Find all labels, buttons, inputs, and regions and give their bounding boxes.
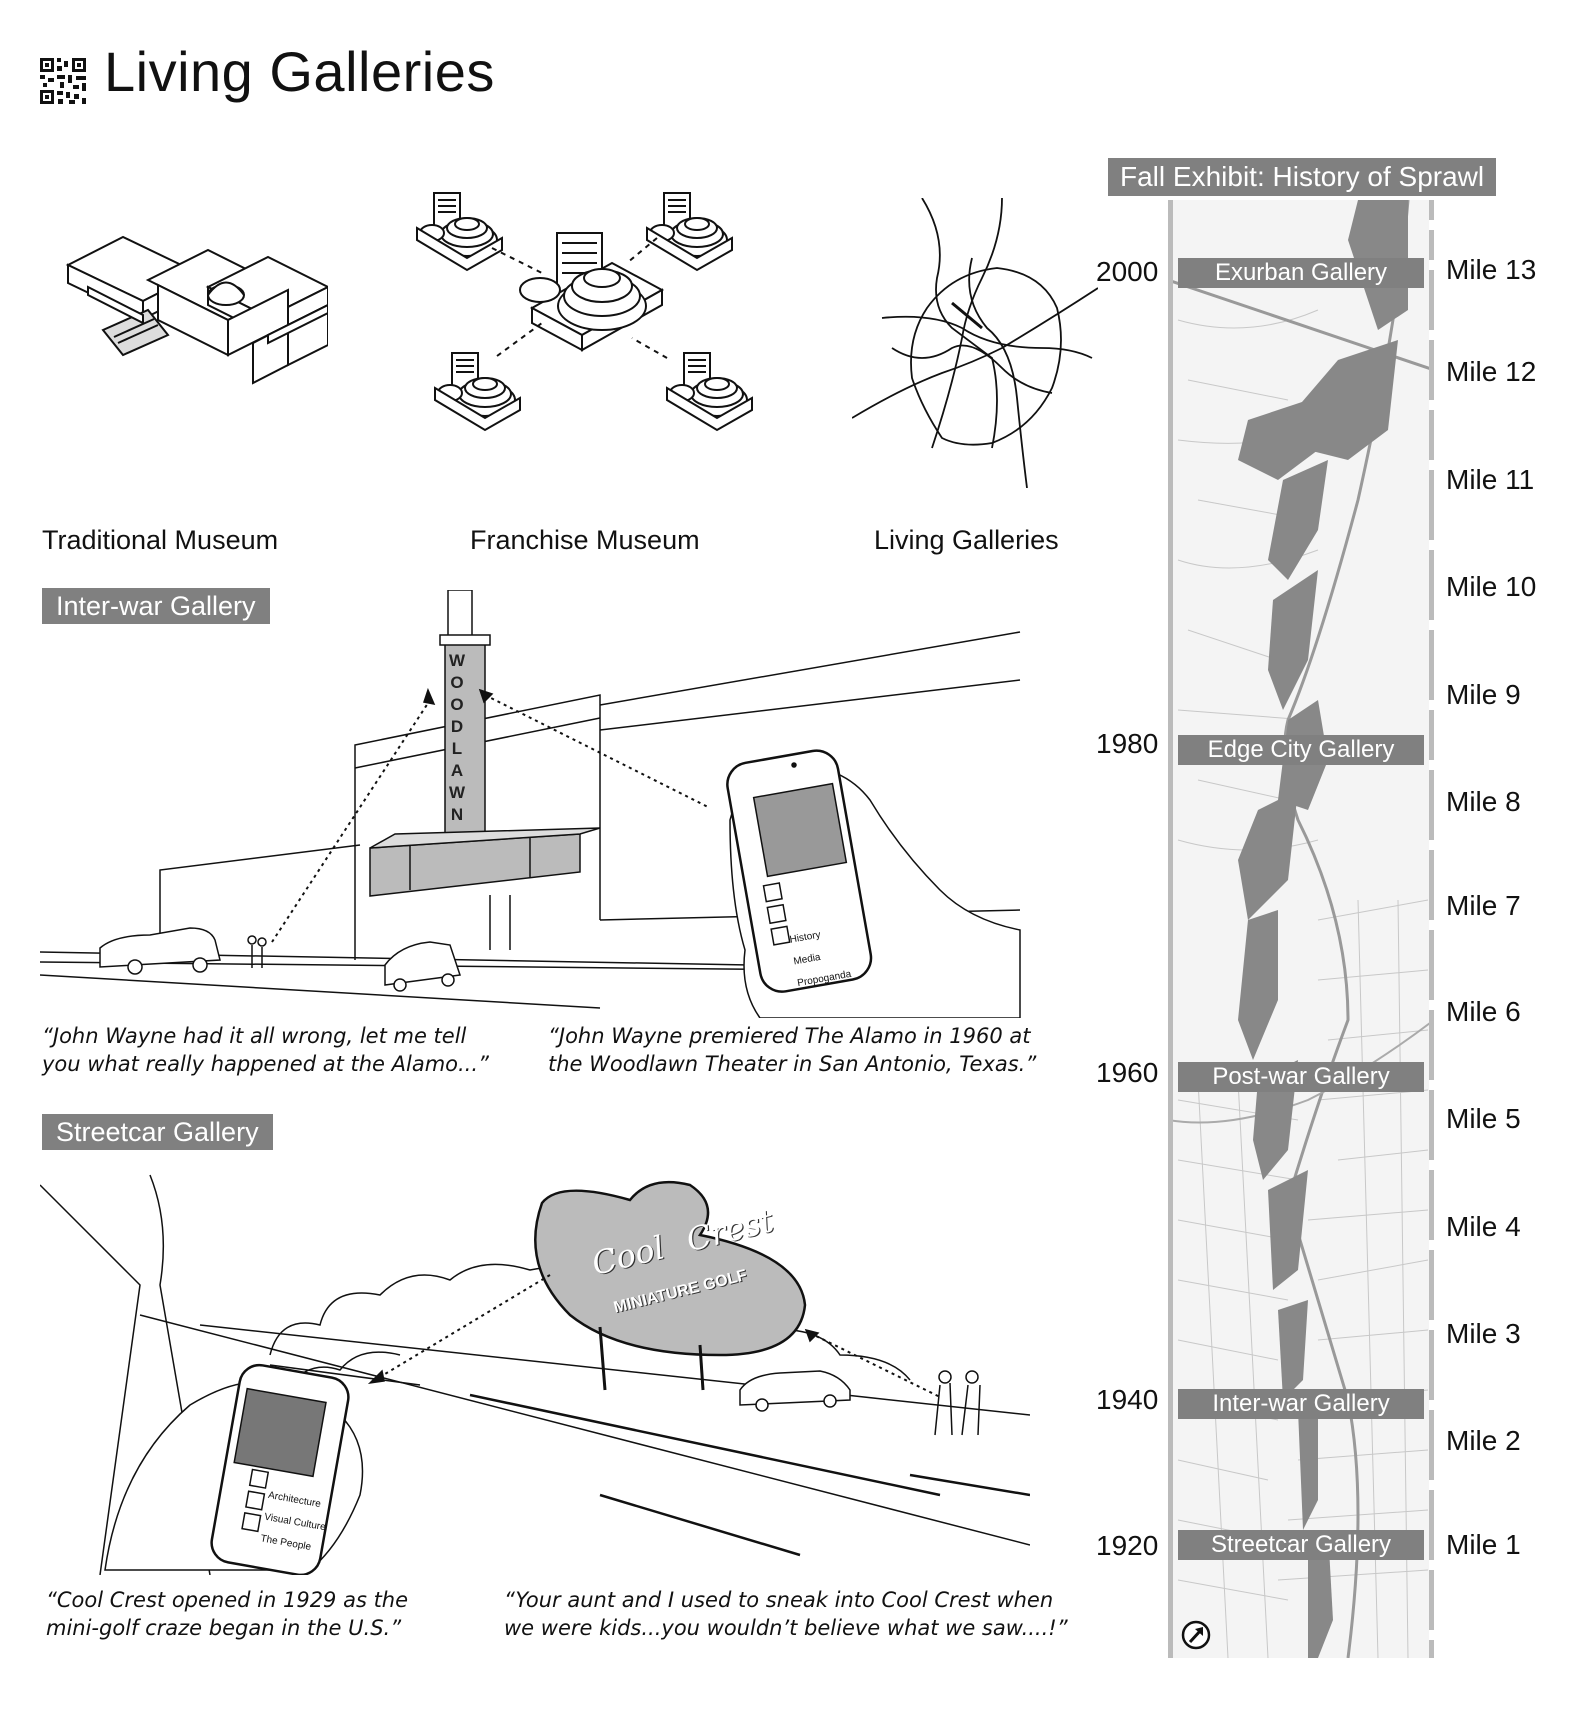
mile-marker: Mile 1 xyxy=(1446,1529,1521,1560)
year-label: 1960 xyxy=(1096,1057,1159,1088)
living-galleries-label: Living Galleries xyxy=(874,525,1059,555)
page-title: Living Galleries xyxy=(104,40,495,103)
quote-line: “Your aunt and I used to sneak into Cool… xyxy=(504,1588,1054,1612)
road-network-map-icon xyxy=(852,198,1098,488)
interwar-quote-left: “John Wayne had it all wrong, let me tel… xyxy=(42,1022,489,1078)
mile-marker: Mile 8 xyxy=(1446,786,1521,817)
sprawl-map xyxy=(1168,200,1434,1658)
quote-line: “Cool Crest opened in 1929 as the xyxy=(46,1588,409,1612)
quote-line: mini-golf craze began in the U.S.” xyxy=(46,1616,402,1640)
cool-crest-illustration xyxy=(40,1174,1030,1575)
quote-line: “John Wayne premiered The Alamo in 1960 … xyxy=(548,1024,1031,1048)
mile-marker: Mile 2 xyxy=(1446,1425,1521,1456)
qr-code-icon xyxy=(40,58,86,104)
traditional-museum-label: Traditional Museum xyxy=(42,525,279,555)
franchise-museum-icon xyxy=(416,192,753,431)
interwar-quote-right: “John Wayne premiered The Alamo in 1960 … xyxy=(548,1022,1036,1078)
year-label: 1980 xyxy=(1096,728,1159,759)
mile-marker: Mile 10 xyxy=(1446,571,1537,602)
timeline-title: Fall Exhibit: History of Sprawl xyxy=(1108,158,1497,196)
timeline-gallery-inter-war[interactable]: Inter-war Gallery xyxy=(1178,1389,1424,1419)
mile-marker: Mile 12 xyxy=(1446,356,1537,387)
quote-line: “John Wayne had it all wrong, let me tel… xyxy=(42,1024,467,1048)
mile-marker: Mile 5 xyxy=(1446,1103,1521,1134)
timeline-gallery-edge-city[interactable]: Edge City Gallery xyxy=(1178,735,1424,765)
interwar-gallery-label: Inter-war Gallery xyxy=(42,588,270,624)
streetcar-gallery-label: Streetcar Gallery xyxy=(42,1114,273,1150)
mile-marker: Mile 13 xyxy=(1446,254,1537,285)
mile-marker: Mile 4 xyxy=(1446,1211,1521,1242)
mile-marker: Mile 9 xyxy=(1446,679,1521,710)
streetcar-quote-left: “Cool Crest opened in 1929 as the mini-g… xyxy=(46,1586,408,1642)
year-label: 2000 xyxy=(1096,256,1159,287)
timeline-gallery-post-war[interactable]: Post-war Gallery xyxy=(1178,1062,1424,1092)
timeline-gallery-exurban[interactable]: Exurban Gallery xyxy=(1178,258,1424,288)
traditional-museum-icon xyxy=(65,235,328,385)
timeline-gallery-streetcar[interactable]: Streetcar Gallery xyxy=(1178,1530,1424,1560)
mile-marker: Mile 6 xyxy=(1446,996,1521,1027)
mile-marker: Mile 3 xyxy=(1446,1318,1521,1349)
streetcar-quote-right: “Your aunt and I used to sneak into Cool… xyxy=(504,1586,1068,1642)
year-label: 1920 xyxy=(1096,1530,1159,1561)
mile-marker: Mile 11 xyxy=(1446,464,1535,495)
mile-marker: Mile 7 xyxy=(1446,890,1521,921)
woodlawn-theater-illustration xyxy=(40,590,1021,1018)
north-arrow-icon xyxy=(1181,1620,1211,1650)
franchise-museum-label: Franchise Museum xyxy=(470,525,700,555)
quote-line: the Woodlawn Theater in San Antonio, Tex… xyxy=(548,1052,1037,1076)
quote-line: we were kids...you wouldn’t believe what… xyxy=(504,1616,1068,1640)
woodlawn-sign-text: WOODLAWN xyxy=(448,651,466,824)
quote-line: you what really happened at the Alamo...… xyxy=(42,1052,489,1076)
year-label: 1940 xyxy=(1096,1384,1159,1415)
